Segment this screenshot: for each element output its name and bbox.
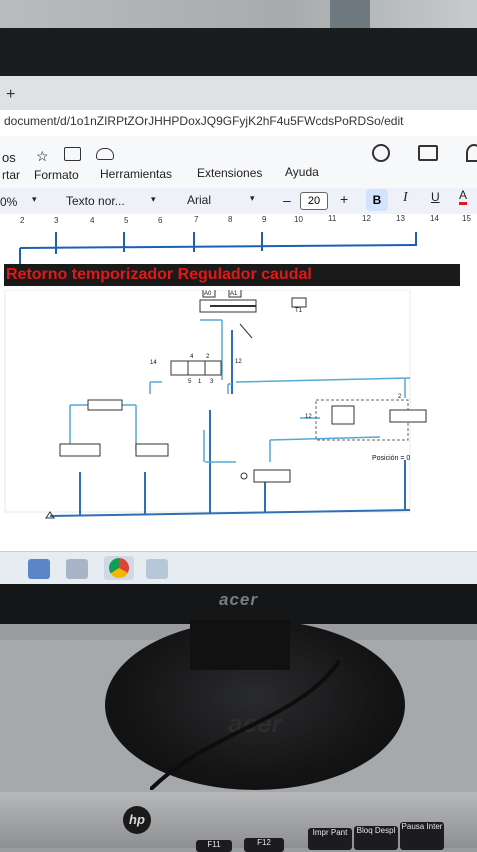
tool-icon[interactable] <box>66 559 88 579</box>
meet-icon[interactable] <box>466 144 477 162</box>
app-icon[interactable] <box>146 559 168 579</box>
document-heading: Retorno temporizador Regulador caudal <box>4 264 460 286</box>
svg-text:2: 2 <box>398 394 402 400</box>
docs-menu-bar <box>0 136 477 188</box>
ruler-tick: 2 <box>20 216 25 225</box>
monitor-stand-neck <box>190 620 290 670</box>
svg-text:12: 12 <box>305 414 312 420</box>
text-color-button[interactable]: A <box>459 188 468 205</box>
svg-text:5: 5 <box>188 379 192 385</box>
comments-icon[interactable] <box>418 145 438 161</box>
ruler-tick: 9 <box>262 215 267 224</box>
zoom-select[interactable]: 0% <box>0 195 18 209</box>
sensor-a0-label: A0 <box>204 291 212 297</box>
move-folder-icon[interactable] <box>64 147 81 161</box>
decrease-font-button[interactable]: – <box>283 192 291 208</box>
monitor-bezel-bottom <box>0 584 477 624</box>
monitor-screen: + document/d/1o1nZIRPtZOrJHHPDoxJQ9GFyjK… <box>0 76 477 584</box>
history-icon[interactable] <box>372 144 390 162</box>
svg-text:2: 2 <box>206 354 210 360</box>
cable <box>150 660 340 790</box>
key-pausa[interactable]: Pausa Inter <box>400 822 444 850</box>
ruler-tick: 4 <box>90 216 95 225</box>
monitor-brand-logo: acer <box>219 590 258 609</box>
sensor-a1-label: A1 <box>230 291 238 297</box>
ruler-tick: 8 <box>228 215 233 224</box>
ruler-tick: 3 <box>54 216 59 225</box>
pneumatic-diagram: A0 A1 14 4 2 12 5 1 3 T1 12 2 Posición =… <box>4 290 427 519</box>
increase-font-button[interactable]: + <box>340 191 349 207</box>
key-bloq-despl[interactable]: Bloq Despl <box>354 826 398 850</box>
menu-item-herramientas[interactable]: Herramientas <box>100 167 173 181</box>
ruler-tick: 12 <box>362 214 371 223</box>
ruler-tick: 13 <box>396 214 405 223</box>
star-icon[interactable]: ☆ <box>36 148 49 164</box>
ruler-tick: 10 <box>294 215 303 224</box>
svg-text:12: 12 <box>235 359 242 365</box>
table-lines <box>19 232 417 264</box>
ruler-tick: 6 <box>158 216 163 225</box>
cloud-status-icon[interactable] <box>96 148 114 160</box>
timer-t1-label: T1 <box>295 308 303 314</box>
font-family-select[interactable]: Arial <box>187 193 212 207</box>
ruler[interactable] <box>0 214 477 229</box>
new-tab-button[interactable]: + <box>6 86 16 103</box>
key-f12[interactable]: F12 <box>244 838 284 852</box>
menu-item-ayuda[interactable]: Ayuda <box>285 165 319 179</box>
paragraph-style-select[interactable]: Texto nor... <box>66 194 125 208</box>
svg-text:3: 3 <box>210 379 214 385</box>
bold-button[interactable]: B <box>366 189 388 211</box>
chevron-down-icon[interactable]: ▾ <box>32 194 37 204</box>
chrome-icon[interactable] <box>109 558 129 578</box>
italic-button[interactable]: I <box>403 190 408 205</box>
docs-title-fragment[interactable]: os <box>2 150 16 165</box>
menu-item-insertar[interactable]: rtar <box>2 168 20 182</box>
ruler-tick: 7 <box>194 215 199 224</box>
svg-text:14: 14 <box>150 360 157 366</box>
menu-item-extensiones[interactable]: Extensiones <box>197 166 263 180</box>
menu-item-formato[interactable]: Formato <box>34 168 79 182</box>
folder-icon[interactable] <box>28 559 50 579</box>
chevron-down-icon[interactable]: ▾ <box>151 194 156 204</box>
position-label: Posición = 0 <box>372 455 410 462</box>
font-size-input[interactable]: 20 <box>300 192 328 210</box>
tab-bar <box>0 76 477 110</box>
url-text[interactable]: document/d/1o1nZIRPtZOrJHHPDoxJQ9GFyjK2h… <box>4 114 404 128</box>
chevron-down-icon[interactable]: ▾ <box>250 193 255 203</box>
ruler-tick: 15 <box>462 214 471 223</box>
ruler-tick: 11 <box>328 214 337 223</box>
monitor-bezel-top <box>0 28 477 76</box>
underline-button[interactable]: U <box>431 190 440 204</box>
key-impr-pant[interactable]: Impr Pant <box>308 828 352 850</box>
formatting-toolbar <box>0 188 477 215</box>
ruler-tick: 5 <box>124 216 129 225</box>
hp-logo: hp <box>123 806 151 834</box>
ruler-tick: 14 <box>430 214 439 223</box>
svg-text:4: 4 <box>190 354 194 360</box>
address-bar[interactable] <box>0 110 477 137</box>
svg-text:1: 1 <box>198 379 202 385</box>
key-f11[interactable]: F11 <box>196 840 232 852</box>
